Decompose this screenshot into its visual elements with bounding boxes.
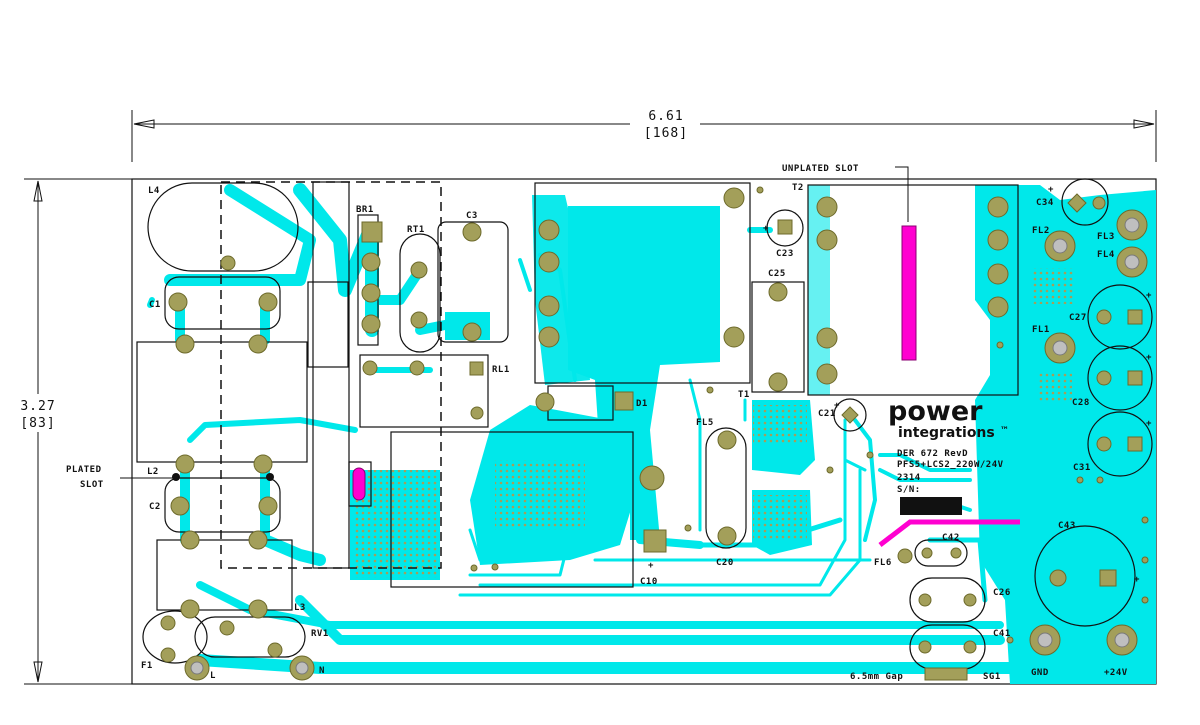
- polarity-c34: +: [1048, 185, 1054, 195]
- component-outlines: [136, 178, 1153, 670]
- polarity-c43: +: [1134, 575, 1140, 585]
- designator-L4: L4: [148, 186, 160, 196]
- board-description-text: PFS5+LCS2_220W/24V: [897, 460, 1004, 470]
- date-code-text: 2314: [897, 473, 921, 483]
- terminal-L-label: L: [210, 671, 216, 681]
- plated-slot-label-line1: PLATED: [66, 465, 102, 475]
- terminal-gnd-label: GND: [1031, 668, 1049, 678]
- height-mm: [83]: [20, 416, 55, 431]
- board-id-text: DER 672 RevD: [897, 449, 968, 459]
- unplated-slot-callout: UNPLATED SLOT: [782, 164, 909, 222]
- designator-RL1: RL1: [492, 365, 510, 375]
- width-mm: [168]: [644, 126, 688, 141]
- terminal-24v-label: +24V: [1104, 668, 1128, 678]
- plated-slot-callout: PLATED SLOT: [66, 465, 176, 490]
- serial-label-text: S/N:: [897, 485, 921, 495]
- designator-C3: C3: [466, 211, 478, 221]
- polarity-c10: +: [648, 561, 654, 571]
- serial-number-field: [900, 497, 962, 515]
- logo-word-integrations: integrations: [898, 425, 995, 441]
- terminal-N-label: N: [319, 666, 325, 676]
- dimension-width: 6.61 [168]: [131, 108, 1157, 162]
- designator-L2: L2: [147, 467, 159, 477]
- pads: [160, 186, 1149, 681]
- designator-FL2: FL2: [1032, 226, 1050, 236]
- reference-designators: L4 C1 L2 C2 L3 F1 RV1 L N BR1 RT1 C3 RL1…: [141, 183, 1128, 682]
- slot-cutout: [878, 519, 1020, 547]
- designator-RT1: RT1: [407, 225, 425, 235]
- unplated-slot-label: UNPLATED SLOT: [782, 164, 859, 174]
- designator-C43: C43: [1058, 521, 1076, 531]
- designator-C41: C41: [993, 629, 1011, 639]
- designator-FL1: FL1: [1032, 325, 1050, 335]
- designator-C31: C31: [1073, 463, 1091, 473]
- designator-FL4: FL4: [1097, 250, 1115, 260]
- plated-slot: [352, 467, 366, 501]
- unplated-slot: [901, 225, 917, 361]
- plated-slot-label-line2: SLOT: [80, 480, 104, 490]
- slots: [352, 225, 1020, 547]
- polarity-c23: +: [763, 224, 769, 234]
- designator-FL5: FL5: [696, 418, 714, 428]
- polarity-marks: + + + + + + + +: [648, 185, 1152, 585]
- polarity-c31: +: [1146, 419, 1152, 429]
- designator-C23: C23: [776, 249, 794, 259]
- designator-L3: L3: [294, 603, 306, 613]
- designator-C42: C42: [942, 533, 960, 543]
- power-integrations-logo: power integrations ™: [888, 396, 1009, 441]
- designator-F1: F1: [141, 661, 153, 671]
- designator-T1: T1: [738, 390, 750, 400]
- logo-word-power: power: [888, 396, 983, 427]
- designator-SG1: SG1: [983, 672, 1001, 682]
- designator-C25: C25: [768, 269, 786, 279]
- designator-C34: C34: [1036, 198, 1054, 208]
- polarity-c21: +: [834, 401, 840, 411]
- logo-trademark: ™: [1000, 426, 1009, 436]
- designator-C10: C10: [640, 577, 658, 587]
- designator-FL3: FL3: [1097, 232, 1115, 242]
- designator-C2: C2: [149, 502, 161, 512]
- gap-label: 6.5mm Gap: [850, 672, 903, 682]
- designator-C27: C27: [1069, 313, 1087, 323]
- designator-C20: C20: [716, 558, 734, 568]
- thermal-via-arrays: [353, 268, 1075, 578]
- polarity-c28: +: [1146, 353, 1152, 363]
- designator-C1: C1: [149, 300, 161, 310]
- designator-D1: D1: [636, 399, 648, 409]
- designator-C28: C28: [1072, 398, 1090, 408]
- designator-FL6: FL6: [874, 558, 892, 568]
- polarity-c27: +: [1146, 291, 1152, 301]
- designator-BR1: BR1: [356, 205, 374, 215]
- dimension-height: 3.27 [83]: [14, 178, 132, 685]
- height-inches: 3.27: [20, 399, 55, 414]
- designator-C21: C21: [818, 409, 836, 419]
- designator-T2: T2: [792, 183, 804, 193]
- designator-C26: C26: [993, 588, 1011, 598]
- designator-RV1: RV1: [311, 629, 329, 639]
- width-inches: 6.61: [648, 109, 683, 124]
